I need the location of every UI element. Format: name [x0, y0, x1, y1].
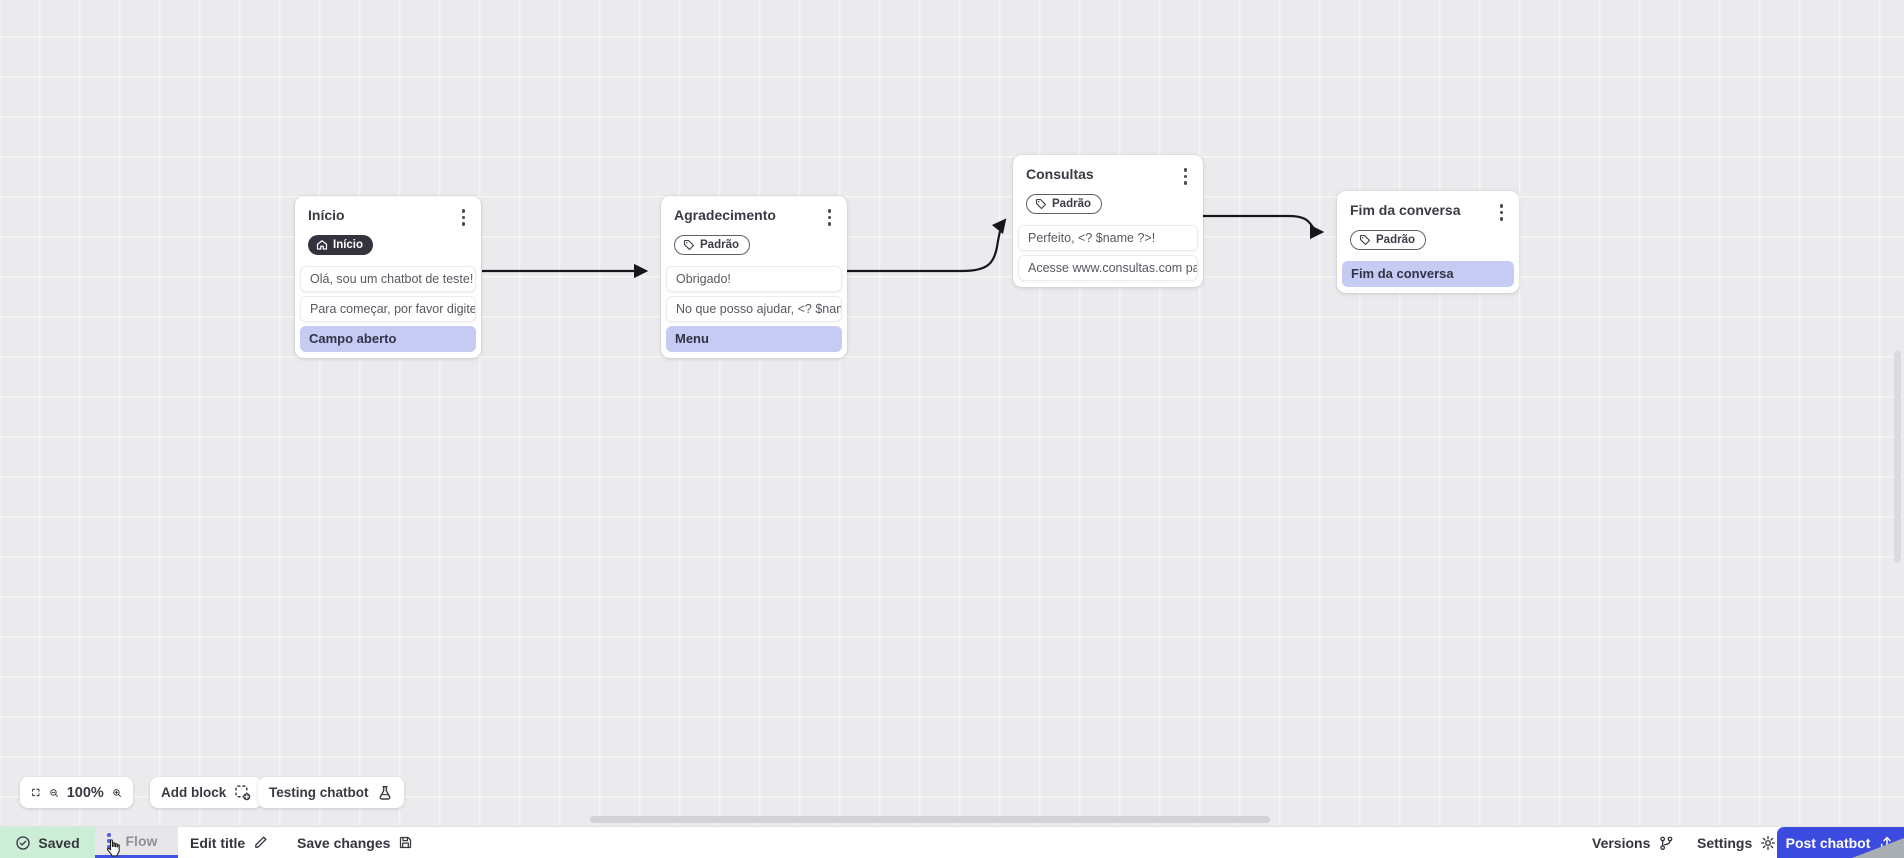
output-menu[interactable]: Menu — [666, 325, 842, 352]
testing-chatbot-button[interactable]: Testing chatbot — [258, 777, 404, 808]
save-changes-button[interactable]: Save changes — [297, 827, 413, 858]
edit-title-button[interactable]: Edit title — [190, 827, 268, 858]
zoom-level: 100% — [66, 784, 104, 801]
floppy-icon — [400, 836, 412, 849]
saved-status-badge: Saved — [0, 827, 95, 858]
tag-icon — [683, 239, 695, 250]
node-title: Consultas — [1026, 166, 1094, 182]
node-type-badge: Padrão — [1350, 229, 1426, 250]
message-card[interactable]: Acesse www.consultas.com par... — [1018, 254, 1198, 281]
node-title: Início — [308, 207, 345, 223]
settings-button[interactable]: Settings — [1697, 827, 1776, 858]
flow-canvas[interactable]: Início Início Olá, sou um chatbot de tes… — [0, 0, 1904, 826]
pencil-icon — [255, 836, 267, 848]
horizontal-scrollbar[interactable] — [590, 816, 1270, 823]
check-circle-icon — [16, 835, 31, 850]
output-end[interactable]: Fim da conversa — [1342, 260, 1514, 287]
tag-icon — [1035, 198, 1047, 209]
connector-lines — [482, 214, 1325, 279]
message-card[interactable]: Olá, sou um chatbot de teste! — [300, 265, 476, 292]
home-icon — [316, 239, 328, 250]
gear-icon — [1761, 835, 1776, 850]
message-card[interactable]: Para começar, por favor digite o ... — [300, 295, 476, 322]
node-title: Fim da conversa — [1350, 202, 1461, 218]
versions-button[interactable]: Versions — [1592, 827, 1674, 858]
node-menu-icon[interactable] — [1497, 202, 1507, 223]
node-menu-icon[interactable] — [825, 207, 835, 228]
node-menu-icon[interactable] — [459, 207, 469, 228]
vertical-scrollbar[interactable] — [1894, 350, 1901, 563]
zoom-out-icon[interactable] — [49, 785, 59, 801]
message-card[interactable]: No que posso ajudar, <? $name ... — [666, 295, 842, 322]
flask-icon — [379, 785, 390, 800]
fullscreen-icon[interactable] — [31, 785, 41, 800]
connector-consultas-fim — [1203, 214, 1325, 240]
flow-node-fim-da-conversa[interactable]: Fim da conversa Padrão Fim da conversa — [1337, 191, 1519, 293]
flow-node-consultas[interactable]: Consultas Padrão Perfeito, <? $name ?>! … — [1013, 155, 1203, 287]
node-type-badge: Padrão — [1026, 193, 1102, 214]
flow-node-inicio[interactable]: Início Início Olá, sou um chatbot de tes… — [295, 196, 481, 358]
node-menu-icon[interactable] — [1181, 166, 1191, 187]
flow-node-agradecimento[interactable]: Agradecimento Padrão Obrigado! No que po… — [661, 196, 847, 358]
flow-menu-icon[interactable] — [107, 833, 111, 849]
connector-agradecimento-consultas — [847, 218, 1007, 273]
message-card[interactable]: Perfeito, <? $name ?>! — [1018, 224, 1198, 251]
node-type-badge: Início — [308, 234, 374, 255]
tag-icon — [1359, 234, 1371, 245]
output-open-field[interactable]: Campo aberto — [300, 325, 476, 352]
status-bar: Saved Flow Edit title Save changes Versi… — [0, 826, 1904, 858]
zoom-toolbar: 100% — [20, 777, 133, 808]
message-card[interactable]: Obrigado! — [666, 265, 842, 292]
add-block-icon — [235, 785, 251, 801]
post-chatbot-button[interactable]: Post chatbot — [1777, 827, 1904, 858]
node-type-badge: Padrão — [674, 234, 750, 255]
add-block-button[interactable]: Add block — [150, 777, 263, 808]
zoom-in-icon[interactable] — [112, 785, 122, 801]
branch-icon — [1660, 836, 1673, 850]
node-title: Agradecimento — [674, 207, 776, 223]
tab-flow[interactable]: Flow — [95, 827, 178, 858]
